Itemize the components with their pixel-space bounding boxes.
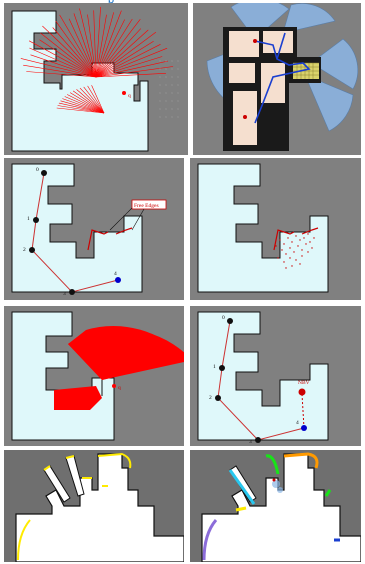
- panel-nbv: 0 1 2 3 4 NBV: [190, 306, 361, 446]
- nbv-label: NBV: [298, 380, 310, 386]
- robot-label: q: [118, 385, 121, 391]
- robot-start: [253, 39, 257, 43]
- colored-frontiers-diagram: [190, 450, 361, 562]
- frontier-map-diagram: [4, 450, 184, 562]
- panel-ray-sweep: q: [4, 3, 188, 155]
- robot-marker: [122, 91, 126, 95]
- panel-frontier-map: [4, 450, 184, 562]
- robot-marker: [273, 479, 276, 482]
- panel-free-edges: 0 1 2 3 4 Free Edges: [4, 158, 184, 300]
- panel-colored-frontiers: [190, 450, 361, 562]
- waypoint-1: [33, 217, 39, 223]
- waypoint-label-3: 3: [249, 439, 252, 445]
- waypoint-label-1: 1: [213, 364, 216, 370]
- waypoint-label-2: 2: [209, 395, 212, 401]
- panel-visibility-sector: q: [4, 306, 184, 446]
- waypoint-label-1: 1: [27, 216, 30, 222]
- waypoint-label-0: 0: [36, 167, 39, 173]
- robot-end: [243, 115, 247, 119]
- visibility-sector-diagram: q: [4, 306, 184, 446]
- nbv-diagram: 0 1 2 3 4 NBV: [190, 306, 361, 446]
- waypoint-4-goal: [301, 425, 307, 431]
- fov-exploration-diagram: [193, 3, 361, 155]
- waypoint-3: [69, 289, 75, 295]
- panel-fov-exploration: [193, 3, 361, 155]
- robot-label: q: [128, 93, 131, 99]
- waypoint-0: [41, 170, 47, 176]
- waypoint-4-goal: [115, 277, 121, 283]
- robot-marker: [112, 384, 116, 388]
- waypoint-label-3: 3: [63, 291, 66, 297]
- free-edges-diagram: 0 1 2 3 4 Free Edges: [4, 158, 184, 300]
- waypoint-2: [215, 395, 221, 401]
- free-edges-label: Free Edges: [134, 203, 159, 209]
- waypoint-3: [255, 437, 261, 443]
- waypoint-label-2: 2: [23, 247, 26, 253]
- sampled-points-diagram: [190, 158, 361, 300]
- waypoint-0: [227, 318, 233, 324]
- ray-sweep-diagram: q: [4, 3, 188, 155]
- waypoint-1: [219, 365, 225, 371]
- nbv-point: [299, 389, 306, 396]
- waypoint-label-4: 4: [296, 420, 299, 426]
- waypoint-2: [29, 247, 35, 253]
- panel-sampled-points: [190, 158, 361, 300]
- waypoint-label-0: 0: [222, 315, 225, 321]
- waypoint-label-4: 4: [114, 271, 117, 277]
